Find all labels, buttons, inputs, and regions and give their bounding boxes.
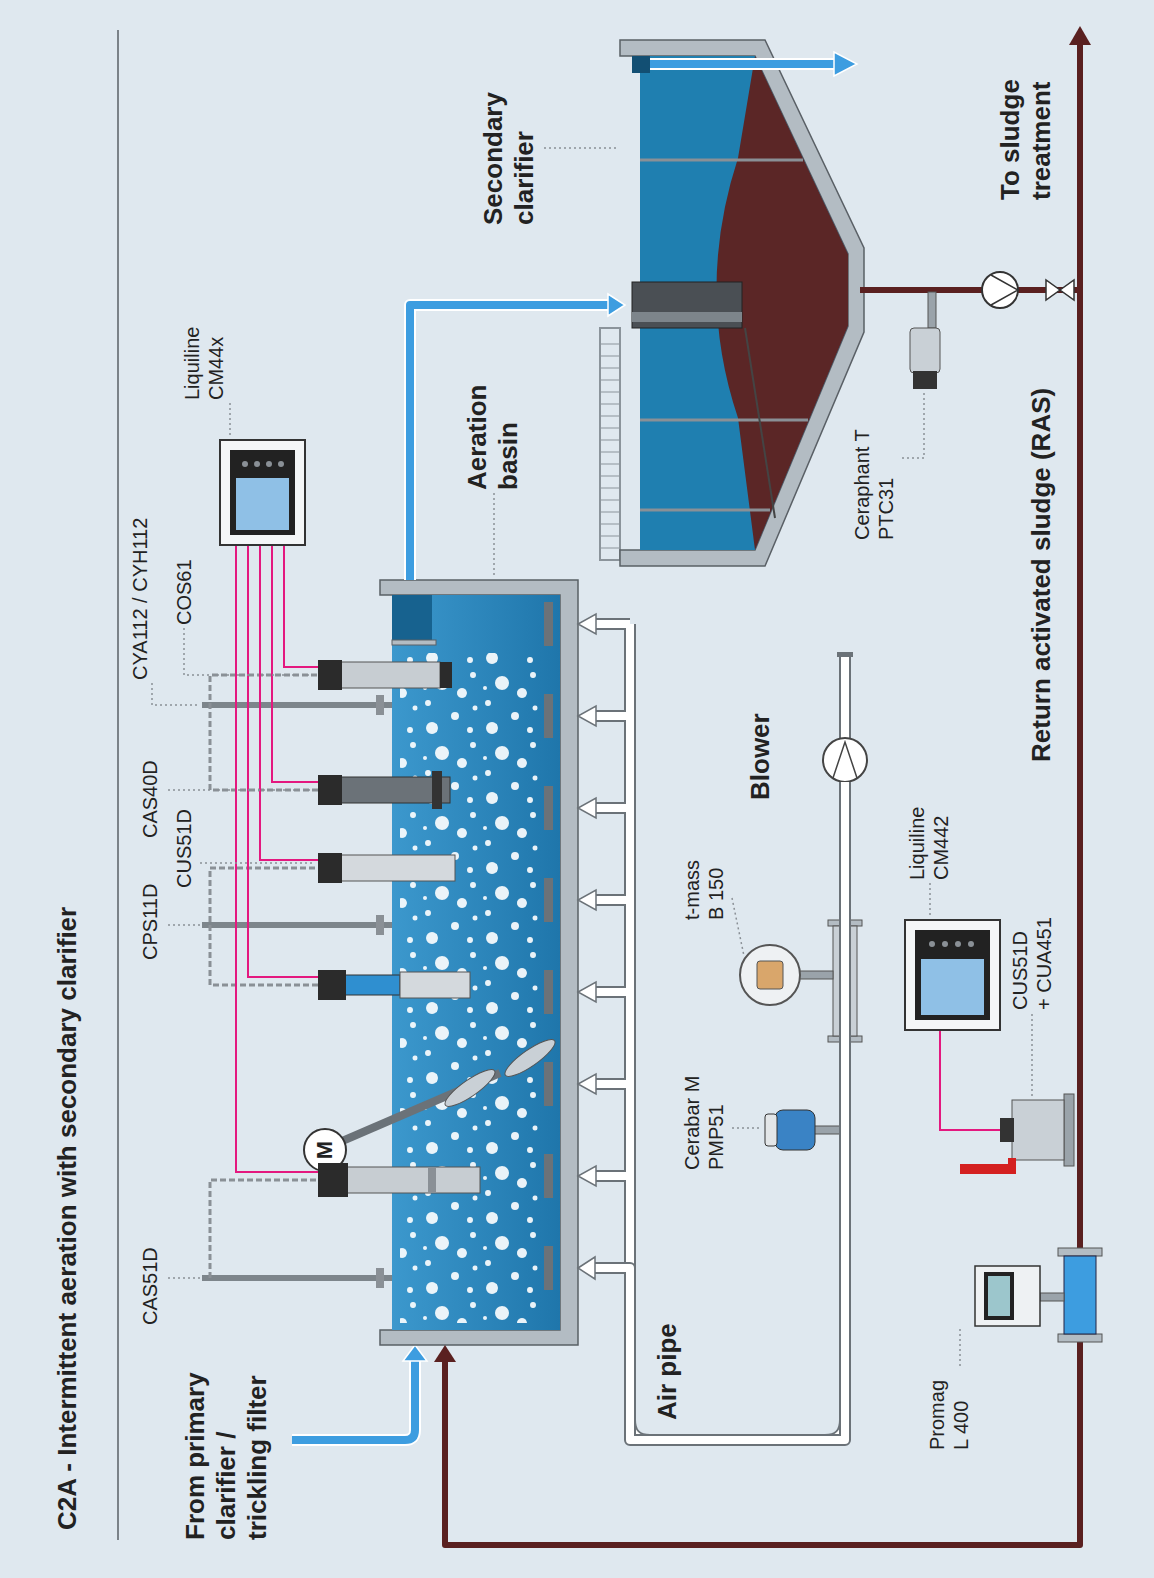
node-label: Secondary clarifier: [478, 50, 540, 225]
arrowhead: [608, 294, 625, 316]
sensor-label: COS61: [172, 559, 196, 625]
arrowhead: [434, 1345, 456, 1362]
sensor-label: CPS11D: [138, 884, 162, 960]
secondary-clarifier: Secondary clarifier: [625, 40, 860, 560]
sensor-label: CYA112 / CYH112: [128, 518, 152, 680]
pipe-line: [445, 290, 1080, 1545]
node-label: Liquiline CM44x: [180, 285, 228, 400]
node-label: Blower: [745, 713, 776, 800]
pipe-outline: [592, 782, 845, 1440]
node-label: Aeration basin: [462, 340, 524, 490]
arrowhead: [578, 1257, 595, 1279]
pipe-label: Air pipe: [652, 1323, 683, 1420]
instrument-label: Cerabar M PMP51: [680, 1030, 728, 1170]
pipe-label: Return activated sludge (RAS): [1026, 388, 1057, 762]
aeration-basin: Aeration basin: [380, 580, 578, 1345]
water-pipe: [410, 294, 625, 580]
motor-symbol-letter: M: [305, 1130, 345, 1170]
pipe-line: [410, 305, 611, 580]
pipe-outline: [410, 305, 611, 580]
node-label: Liquiline CM442: [905, 765, 953, 880]
blower-symbol: Blower: [823, 738, 867, 782]
sensor-label: CAS40D: [138, 760, 162, 838]
controller-box: Liquiline CM442: [905, 920, 1000, 1030]
diagram-title: C2A - Intermittent aeration with seconda…: [52, 907, 83, 1530]
instrument-label: Promag L 400: [925, 1370, 973, 1450]
source-label: From primary clarifier / trickling filte…: [180, 1340, 274, 1540]
sludge-pipe: [434, 290, 1080, 1545]
instrument-label: t-mass B 150: [680, 848, 728, 920]
instrument-label: CUS51D + CUA451: [1008, 916, 1056, 1011]
pipe-line: [592, 782, 845, 1440]
air-pipe: [578, 782, 845, 1440]
sensor-label: CUS51D: [172, 809, 196, 888]
instrument-label: Ceraphant T PTC31: [850, 410, 898, 540]
sensor-label: CAS51D: [138, 1247, 162, 1325]
destination-label: To sludge treatment: [995, 35, 1057, 200]
controller-box: Liquiline CM44x: [220, 440, 305, 545]
